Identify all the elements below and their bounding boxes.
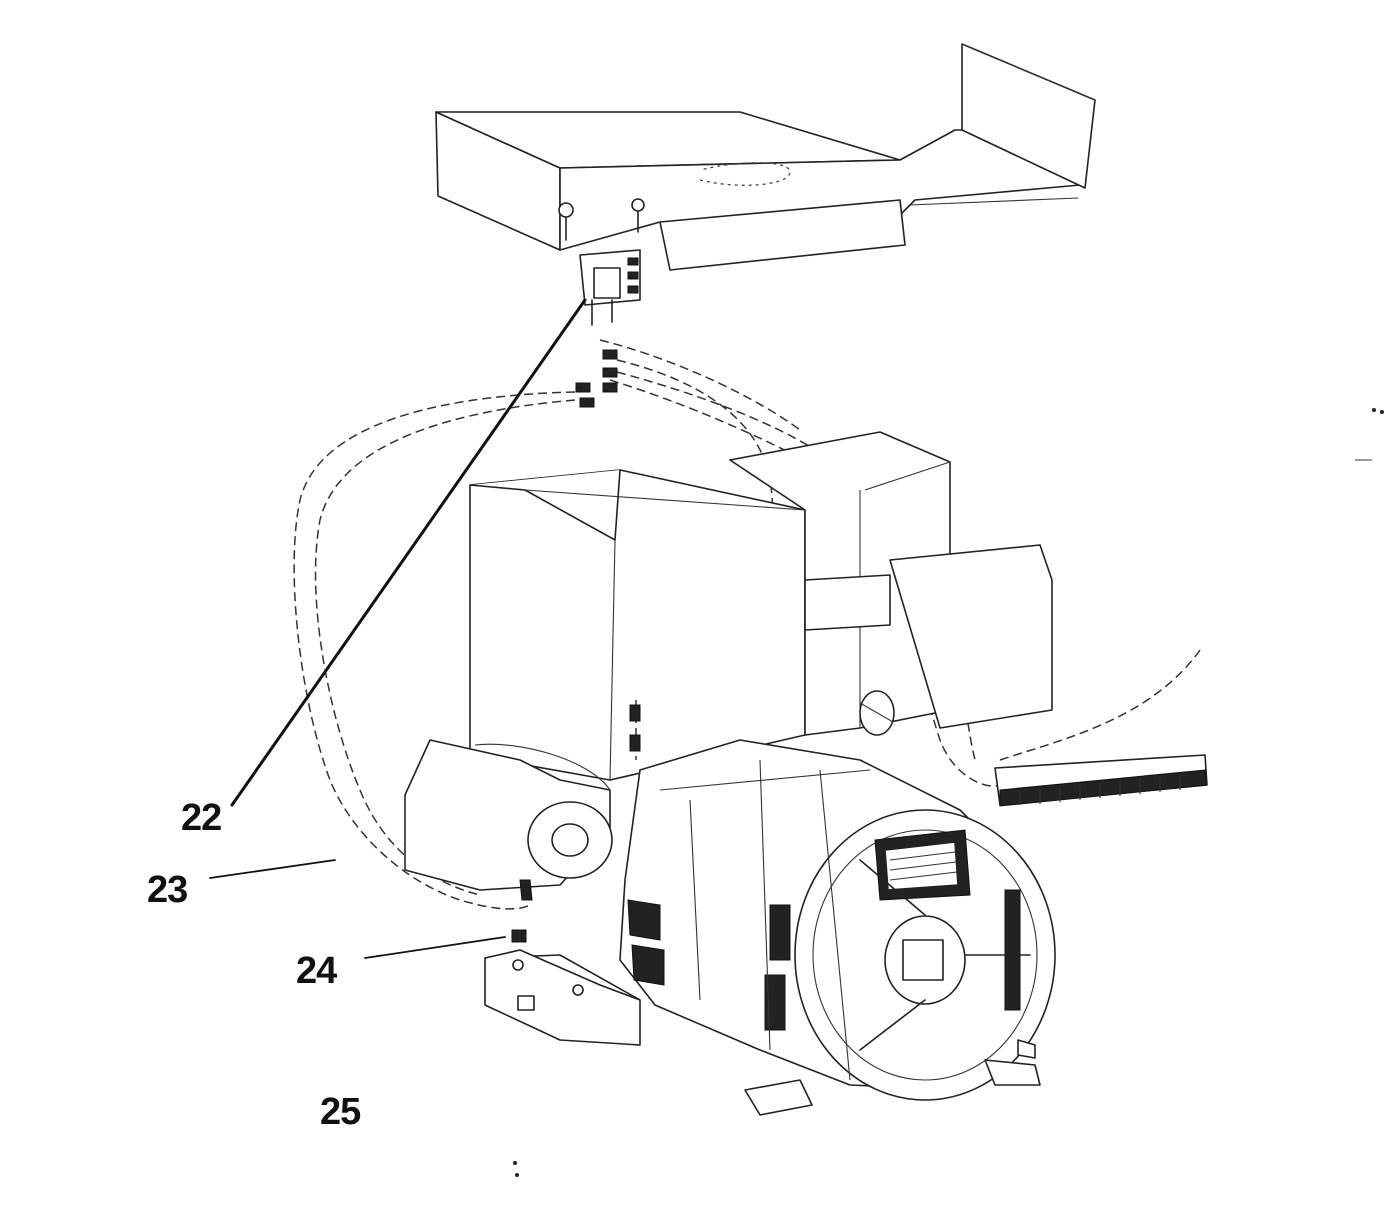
leader-line-23 [209, 859, 336, 879]
callout-25: 25 [320, 1091, 361, 1133]
relay-switch [579, 249, 641, 326]
wire-terminals [575, 349, 618, 408]
leader-line-24 [364, 936, 506, 959]
hardware-screws [511, 879, 533, 943]
wire-connector [629, 704, 641, 722]
callout-22: 22 [181, 797, 222, 839]
bracket-screw [631, 198, 645, 233]
motor [619, 739, 1056, 1116]
leader-line-22 [230, 298, 587, 807]
oil-pump [804, 544, 1053, 736]
speck [515, 1173, 519, 1177]
speck [1372, 408, 1376, 412]
callout-23: 23 [147, 869, 188, 911]
wire-connector [629, 734, 641, 752]
callout-24: 24 [296, 950, 337, 992]
bracket-screw [558, 202, 574, 241]
base-plate [484, 949, 641, 1046]
mounting-bracket [435, 43, 1096, 271]
speck [513, 1161, 517, 1165]
speck [1380, 410, 1384, 414]
blower-housing [404, 739, 613, 891]
flex-conduit [994, 754, 1208, 807]
